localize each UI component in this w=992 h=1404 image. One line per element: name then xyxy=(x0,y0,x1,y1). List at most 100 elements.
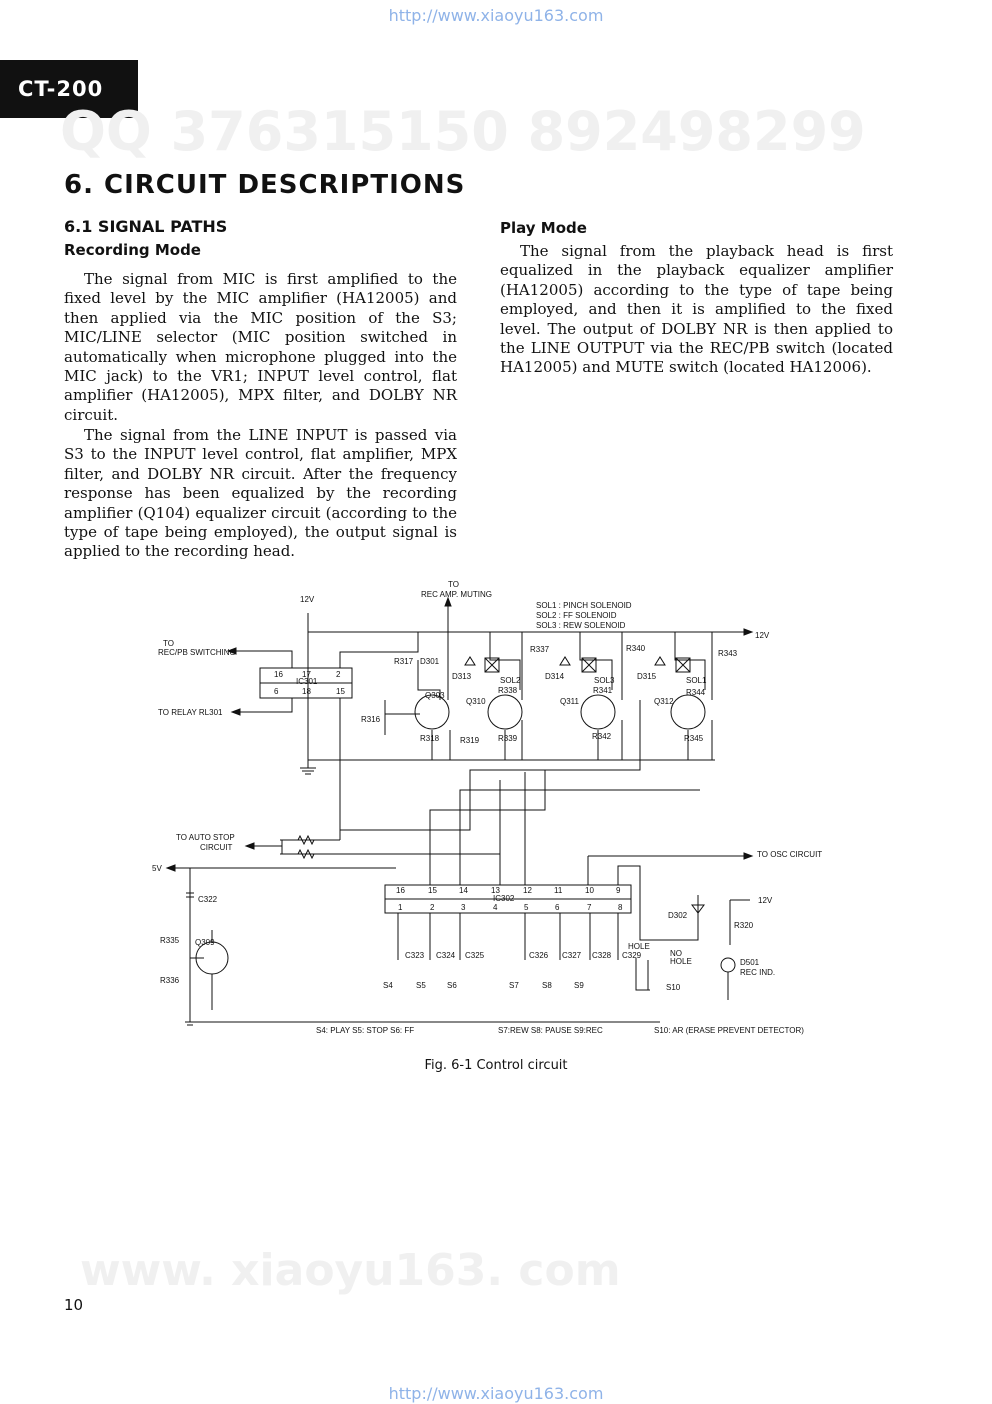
ic302-pin: 1 xyxy=(398,903,403,912)
label-switch: S5 xyxy=(416,981,426,990)
label-r344: R344 xyxy=(686,688,706,697)
label-cap: C327 xyxy=(562,951,582,960)
label-rec-amp-muting: REC AMP. MUTING xyxy=(421,590,492,599)
label-sol2: SOL2 xyxy=(500,676,521,685)
label-switch: S7 xyxy=(509,981,519,990)
label-auto-stop-circuit: CIRCUIT xyxy=(200,843,233,852)
label-r317: R317 xyxy=(394,657,414,666)
label-to-recpb: TO xyxy=(163,639,174,648)
ic302-pin: 16 xyxy=(396,886,405,895)
ic301-label: IC301 xyxy=(296,677,318,686)
label-r343: R343 xyxy=(718,649,738,658)
label-cap: C329 xyxy=(622,951,642,960)
label-no: NO xyxy=(670,949,682,958)
label-r340: R340 xyxy=(626,644,646,653)
label-d315: D315 xyxy=(637,672,657,681)
ic302-pin: 3 xyxy=(461,903,466,912)
label-5v: 5V xyxy=(152,864,162,873)
play-paragraph: The signal from the playback head is fir… xyxy=(500,242,893,377)
label-no-hole: HOLE xyxy=(670,957,692,966)
legend-sol1: SOL1 : PINCH SOLENOID xyxy=(536,601,632,610)
label-hole: HOLE xyxy=(628,942,650,951)
label-12v-right: 12V xyxy=(755,631,770,640)
ic302-pin: 5 xyxy=(524,903,529,912)
label-12v-top: 12V xyxy=(300,595,315,604)
label-d314: D314 xyxy=(545,672,565,681)
label-r338: R338 xyxy=(498,686,518,695)
ic301-pin: 17 xyxy=(302,670,311,679)
ic302-label: IC302 xyxy=(493,894,515,903)
label-r337: R337 xyxy=(530,645,550,654)
figure-caption: Fig. 6-1 Control circuit xyxy=(424,1058,568,1073)
switch-legend-right: S10: AR (ERASE PREVENT DETECTOR) xyxy=(654,1026,804,1035)
label-d302: D302 xyxy=(668,911,688,920)
ic302-pin: 12 xyxy=(523,886,532,895)
label-r335: R335 xyxy=(160,936,180,945)
label-cap: C325 xyxy=(465,951,485,960)
label-cap: C328 xyxy=(592,951,612,960)
label-to: TO xyxy=(448,580,459,589)
label-c322: C322 xyxy=(198,895,218,904)
label-switch: S9 xyxy=(574,981,584,990)
label-r339: R339 xyxy=(498,734,518,743)
recording-paragraph-1: The signal from MIC is first amplified t… xyxy=(64,270,457,424)
ic302-pin: 2 xyxy=(430,903,435,912)
label-r318: R318 xyxy=(420,734,440,743)
label-q309: Q309 xyxy=(195,938,215,947)
label-cap: C323 xyxy=(405,951,425,960)
recording-mode-heading: Recording Mode xyxy=(64,241,201,259)
source-url-top: http://www.xiaoyu163.com xyxy=(388,6,604,25)
ic302-pin: 13 xyxy=(491,886,500,895)
label-r341: R341 xyxy=(593,686,613,695)
label-r342: R342 xyxy=(592,732,612,741)
label-switch: S6 xyxy=(447,981,457,990)
ic301-pin: 18 xyxy=(302,687,311,696)
subsection-title: 6.1 SIGNAL PATHS xyxy=(64,217,228,236)
watermark-bottom: www. xiaoyu163. com xyxy=(80,1245,621,1296)
ic302-pin: 4 xyxy=(493,903,498,912)
label-cap: C326 xyxy=(529,951,549,960)
ic301-pin: 6 xyxy=(274,687,279,696)
switch-legend-left: S4: PLAY S5: STOP S6: FF xyxy=(316,1026,414,1035)
ic302-pin: 14 xyxy=(459,886,468,895)
source-url-bottom: http://www.xiaoyu163.com xyxy=(388,1384,604,1403)
ic301-pin: 2 xyxy=(336,670,341,679)
ic302-pin: 7 xyxy=(587,903,592,912)
label-sol3: SOL3 xyxy=(594,676,615,685)
label-q303: Q303 xyxy=(425,691,445,700)
label-to-relay: TO RELAY RL301 xyxy=(158,708,223,717)
label-r316: R316 xyxy=(361,715,381,724)
label-switch: S8 xyxy=(542,981,552,990)
watermark-qq: QQ 376315150 892498299 xyxy=(60,100,866,163)
label-recpb-switching: REC/PB SWITCHING xyxy=(158,648,236,657)
section-title: 6. CIRCUIT DESCRIPTIONS xyxy=(64,170,466,200)
ic301-pin: 15 xyxy=(336,687,345,696)
ic301-pin: 16 xyxy=(274,670,283,679)
label-d313: D313 xyxy=(452,672,472,681)
label-d301: D301 xyxy=(420,657,440,666)
label-r319: R319 xyxy=(460,736,480,745)
label-rec-ind: REC IND. xyxy=(740,968,775,977)
play-mode-heading: Play Mode xyxy=(500,219,587,237)
label-auto-stop: TO AUTO STOP xyxy=(176,833,235,842)
label-sol1: SOL1 xyxy=(686,676,707,685)
page-number: 10 xyxy=(64,1296,84,1314)
legend-sol2: SOL2 : FF SOLENOID xyxy=(536,611,617,620)
ic302-pin: 8 xyxy=(618,903,623,912)
label-switch: S4 xyxy=(383,981,393,990)
label-q312: Q312 xyxy=(654,697,674,706)
ic302-pin: 11 xyxy=(554,886,563,895)
label-d501: D501 xyxy=(740,958,760,967)
label-r336: R336 xyxy=(160,976,180,985)
ic302-pin: 15 xyxy=(428,886,437,895)
ic302-pin: 10 xyxy=(585,886,594,895)
label-to-osc: TO OSC CIRCUIT xyxy=(757,850,822,859)
label-r345: R345 xyxy=(684,734,704,743)
model-tab: CT-200 xyxy=(0,60,138,118)
legend-sol3: SOL3 : REW SOLENOID xyxy=(536,621,626,630)
recording-paragraph-2: The signal from the LINE INPUT is passed… xyxy=(64,426,457,561)
label-switch: S10 xyxy=(666,983,681,992)
label-12v-led: 12V xyxy=(758,896,773,905)
switch-legend-mid: S7:REW S8: PAUSE S9:REC xyxy=(498,1026,603,1035)
